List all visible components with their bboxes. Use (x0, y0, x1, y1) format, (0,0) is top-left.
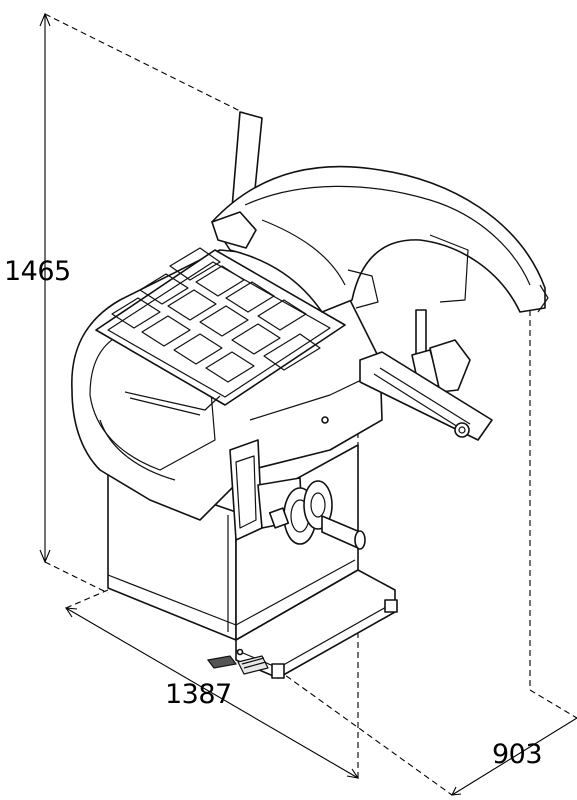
guard-support-arm (359, 309, 493, 441)
height-label: 1465 (4, 256, 71, 287)
height-dimension (39, 12, 247, 594)
width-dimension (64, 360, 360, 779)
spindle-assembly (229, 439, 366, 550)
depth-dimension (277, 300, 577, 796)
width-label: 1387 (165, 679, 232, 710)
accessory-tray (95, 247, 346, 416)
wheel-guard (211, 111, 549, 313)
depth-label: 903 (492, 739, 543, 770)
base-plate (235, 569, 398, 679)
brake-pedal (206, 648, 269, 675)
